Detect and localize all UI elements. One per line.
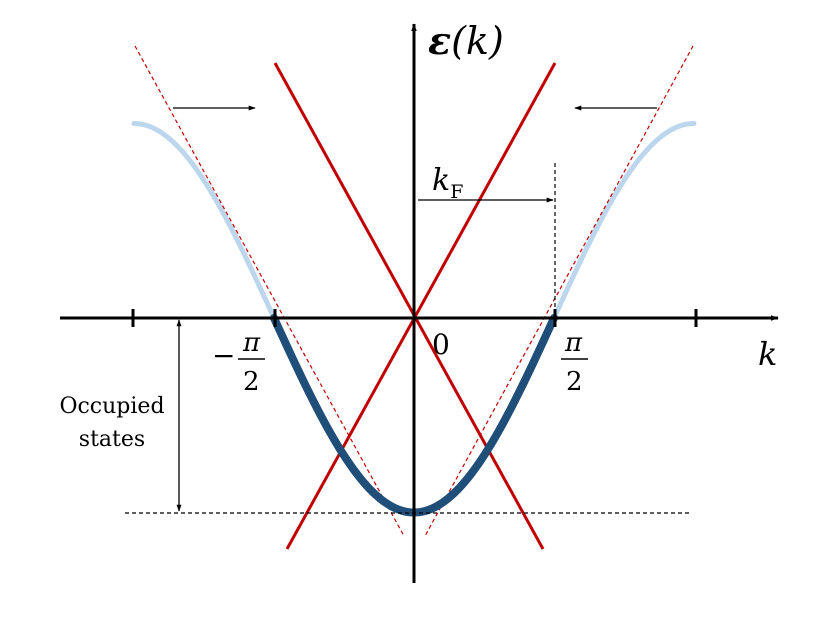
fermi-k: k bbox=[432, 163, 450, 198]
fermi-subscript: F bbox=[450, 181, 463, 203]
occupied-states-label-line1: Occupied bbox=[59, 394, 164, 419]
unoccupied-band-left bbox=[131, 121, 277, 321]
tick-label-pi-over-2: π 2 bbox=[561, 328, 588, 397]
energy-symbol: ε bbox=[428, 18, 451, 63]
tangent-line-left bbox=[134, 45, 405, 537]
minus-sign: − bbox=[212, 339, 235, 372]
denominator: 2 bbox=[243, 367, 260, 397]
occupied-states-label-line2: states bbox=[79, 427, 145, 452]
pi-numerator: π bbox=[242, 328, 261, 358]
k-axis-label: k bbox=[758, 335, 777, 373]
denominator: 2 bbox=[566, 367, 583, 397]
pi-numerator: π bbox=[564, 328, 583, 358]
energy-axis-label: ε(k) bbox=[428, 18, 504, 63]
unoccupied-band-right bbox=[551, 121, 697, 321]
fermi-wavevector-label: kF bbox=[432, 163, 463, 203]
origin-label: 0 bbox=[432, 328, 450, 361]
energy-argument: (k) bbox=[451, 19, 504, 63]
linear-dispersion-right-mover bbox=[285, 62, 557, 550]
tick-label-minus-pi-over-2: − π 2 bbox=[212, 328, 265, 397]
linear-dispersion-left-mover bbox=[273, 62, 545, 550]
tangent-line-right bbox=[424, 45, 694, 537]
